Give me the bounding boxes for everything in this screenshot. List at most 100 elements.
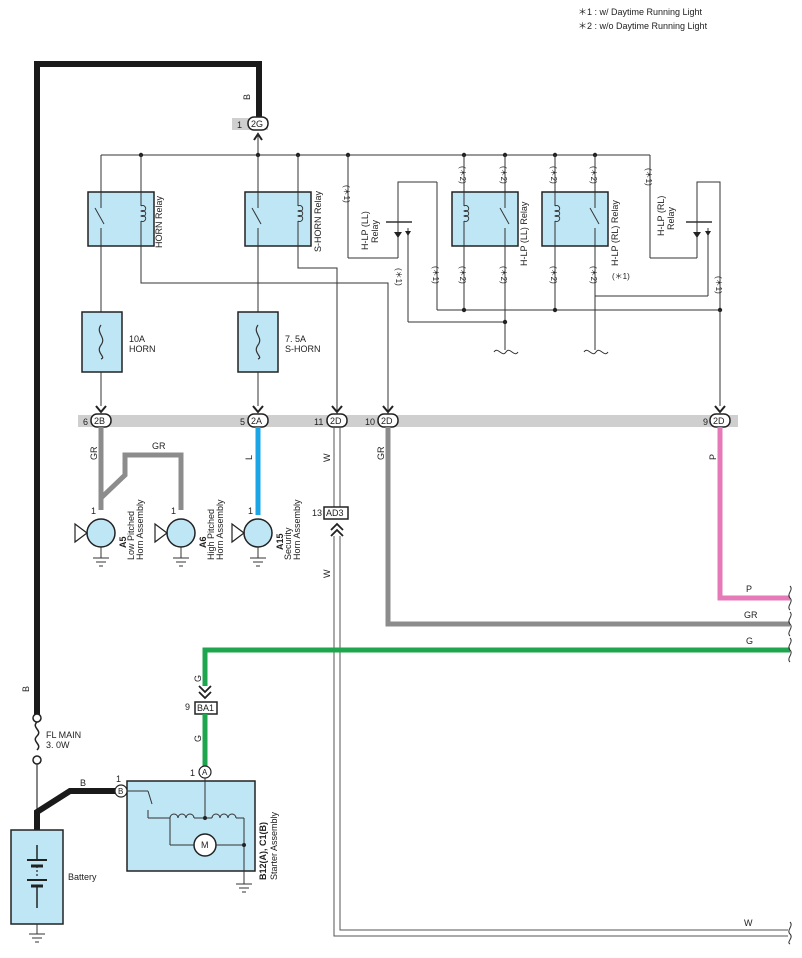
- pin-b-label: B: [118, 787, 123, 796]
- wire-g-top: [202, 647, 790, 686]
- fuse-horn-amp: 10A: [129, 334, 145, 344]
- note-437: (＊1): [431, 266, 440, 284]
- wire-label-gr-2: GR: [152, 441, 166, 451]
- hlp-rl-relay-label: H-LP (RL) Relay: [610, 200, 620, 266]
- connector-bar-2b-2d: [78, 415, 738, 427]
- hlp-ll-relay-label: H-LP (LL) Relay: [519, 201, 529, 266]
- wire-label-g-2: G: [193, 675, 203, 682]
- pin-b-num: 1: [116, 774, 121, 784]
- note-ll2-d: (＊2): [499, 266, 508, 284]
- s-horn-relay: [244, 191, 312, 247]
- conn-2d-9-pin: 9: [703, 417, 708, 427]
- wire-label-b-starter: B: [80, 778, 86, 788]
- a5-id: A5: [118, 536, 128, 548]
- note-ll2-b: (＊2): [499, 166, 508, 184]
- wire-label-b-top: B: [242, 94, 252, 100]
- hlp-rl-relay-label-b: Relay: [666, 206, 676, 230]
- horn-a6: [166, 518, 196, 548]
- a6-pin: 1: [171, 506, 176, 516]
- wire-label-g-3: G: [193, 735, 203, 742]
- a5-name-2: Horn Assembly: [135, 499, 145, 560]
- horn-a6-icon: [154, 522, 168, 544]
- horn-a5: [86, 518, 116, 548]
- a15-pin: 1: [248, 506, 253, 516]
- fl-main-terminal-bottom: [32, 755, 42, 765]
- horn-a5-icon: [74, 522, 88, 544]
- wire-b-battery: [34, 788, 119, 830]
- legend-note-1: ＊1 : w/ Daytime Running Light: [578, 7, 703, 17]
- ad3-pin: 13: [312, 508, 322, 518]
- fl-main-fuse-icon: [34, 721, 40, 751]
- ad3-arrow-icon: [330, 522, 344, 537]
- wire-p: [717, 427, 790, 601]
- battery: [10, 829, 64, 925]
- conn-2g-label: 2G: [251, 119, 263, 129]
- wire-label-p-1: P: [708, 454, 718, 460]
- note-ll-1: (＊1): [342, 185, 351, 203]
- conn-2b-pin: 6: [83, 417, 88, 427]
- continuation-icon-2: [583, 349, 609, 355]
- note-ll-2: (＊1): [394, 268, 403, 286]
- horn-relay: [87, 191, 155, 247]
- a6-name-1: High Pitched: [206, 509, 216, 560]
- a6-id: A6: [198, 536, 208, 548]
- wire-label-gr-4: GR: [744, 610, 758, 620]
- hlp-ll-relay-label-b: Relay: [370, 219, 380, 243]
- wire-gr-horns: [98, 427, 184, 510]
- fl-main-rating: 3. 0W: [46, 740, 70, 750]
- note-rl2-b: (＊2): [589, 166, 598, 184]
- continuation-icon: [493, 349, 519, 355]
- pin-a-label: A: [202, 768, 208, 777]
- wire-horn-relay-2d: [140, 246, 389, 415]
- wire-label-w-3: W: [744, 918, 753, 928]
- wire-label-b-left: B: [21, 686, 31, 692]
- wire-label-l: L: [244, 455, 254, 460]
- hlp-rl-relay-label-a: H-LP (RL): [656, 196, 666, 236]
- conn-2d-11-label: 2D: [330, 416, 342, 426]
- conn-2d-10-label: 2D: [381, 416, 393, 426]
- horn-a15: [243, 518, 273, 548]
- wire-label-gr-3: GR: [376, 446, 386, 460]
- fl-main-terminal-top: [32, 713, 42, 723]
- conn-2a-label: 2A: [251, 416, 262, 426]
- conn-2b-label: 2B: [94, 416, 105, 426]
- fuse-shorn-name: S-HORN: [285, 344, 321, 354]
- a15-name-2: Horn Assembly: [292, 499, 302, 560]
- note-ll2-a: (＊2): [458, 166, 467, 184]
- starter-id: B12(A), C1(B): [258, 822, 268, 880]
- horn-a15-icon: [231, 522, 245, 544]
- conn-ba1-label: BA1: [197, 703, 214, 713]
- note-rl1-a: (＊1): [644, 168, 653, 186]
- legend-note-2: ＊2 : w/o Daytime Running Light: [578, 21, 708, 31]
- note-rl1-b: (＊1): [714, 276, 723, 294]
- note-rl1-mid: (＊1): [612, 272, 630, 281]
- conn-2g: [247, 116, 269, 131]
- battery-icon: [27, 845, 47, 908]
- starter-assembly: [126, 780, 256, 872]
- wire-label-gr-1: GR: [89, 446, 99, 460]
- a5-pin: 1: [91, 506, 96, 516]
- a5-name-1: Low Pitched: [126, 511, 136, 560]
- ba1-pin: 9: [185, 702, 190, 712]
- fl-main-name: FL MAIN: [46, 730, 81, 740]
- conn-ad3-label: AD3: [326, 508, 344, 518]
- note-rl2-d: (＊2): [589, 266, 598, 284]
- hlp-ll-relay: [451, 191, 519, 247]
- wire-b-main: [34, 61, 262, 716]
- conn-2g-pin: 1: [237, 120, 242, 130]
- a15-name-1: Security: [283, 527, 293, 560]
- pin-a-num: 1: [190, 768, 195, 778]
- note-ll2-c: (＊2): [458, 266, 467, 284]
- fuse-shorn-amp: 7. 5A: [285, 334, 306, 344]
- fuse-s-horn: [237, 311, 279, 373]
- wire-shorn-relay-2d: [297, 246, 338, 415]
- battery-label: Battery: [68, 872, 97, 882]
- conn-ad3: [323, 506, 349, 520]
- motor-label: M: [201, 840, 209, 850]
- conn-2d-11-pin: 11: [314, 417, 323, 427]
- wire-label-g-1: G: [746, 636, 753, 646]
- hlp-ll-relay-label-a: H-LP (LL): [360, 211, 370, 250]
- fuse-horn-name: HORN: [129, 344, 156, 354]
